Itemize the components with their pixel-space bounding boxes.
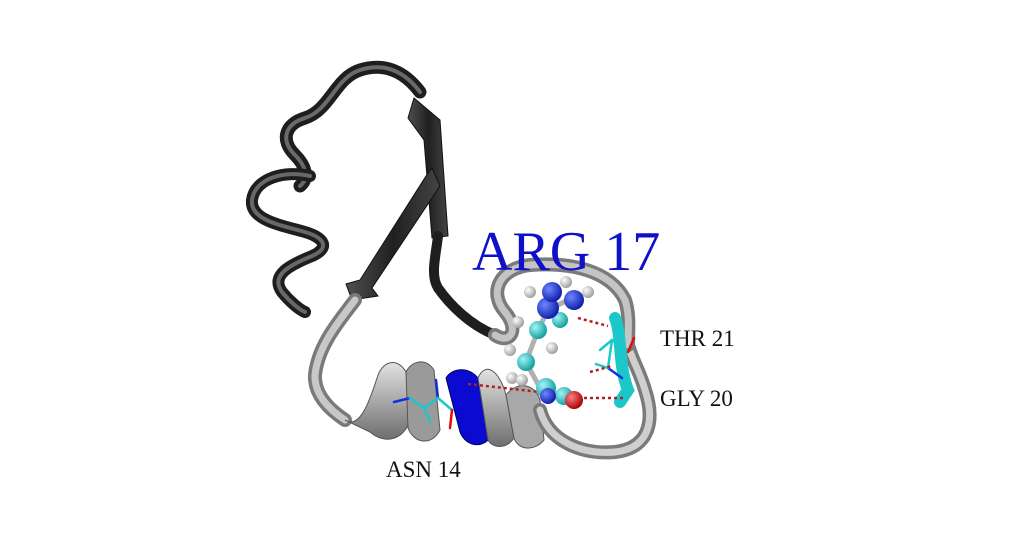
upper-loop-tube bbox=[246, 60, 427, 318]
gly-20-label: GLY 20 bbox=[660, 386, 733, 411]
hydrogen-atom bbox=[524, 286, 536, 298]
cyan-loop-segment bbox=[609, 312, 635, 408]
arg-17-label: ARG 17 bbox=[472, 221, 661, 283]
arg-17-ball-and-stick bbox=[504, 276, 594, 409]
beta-strand-2 bbox=[345, 167, 441, 301]
thr-21-label: THR 21 bbox=[660, 326, 735, 351]
strand-connector bbox=[428, 231, 500, 340]
beta-strand-1 bbox=[407, 97, 449, 239]
hydrogen-bonds bbox=[467, 316, 625, 400]
lower-right-loop bbox=[488, 257, 657, 460]
nitrogen-atom bbox=[540, 388, 556, 404]
alpha-helix bbox=[344, 361, 545, 449]
asn-14-sticks bbox=[392, 378, 454, 430]
carbon-atom bbox=[517, 353, 535, 371]
carbon-atom bbox=[529, 321, 547, 339]
hydrogen-atom bbox=[560, 276, 572, 288]
coil-to-helix bbox=[308, 293, 362, 427]
hydrogen-atom bbox=[506, 372, 518, 384]
nitrogen-atom bbox=[564, 290, 584, 310]
hydrogen-atom bbox=[546, 342, 558, 354]
nitrogen-atom bbox=[537, 297, 559, 319]
nitrogen-atom bbox=[542, 282, 562, 302]
oxygen-atom bbox=[565, 391, 583, 409]
thr-21-sticks bbox=[594, 336, 636, 380]
beta-sheet bbox=[345, 97, 500, 340]
hydrogen-atom bbox=[504, 344, 516, 356]
asn-14-label: ASN 14 bbox=[386, 457, 461, 482]
carbon-atom bbox=[552, 312, 568, 328]
hydrogen-atom bbox=[516, 374, 528, 386]
hydrogen-atom bbox=[582, 286, 594, 298]
hydrogen-atom bbox=[512, 316, 524, 328]
